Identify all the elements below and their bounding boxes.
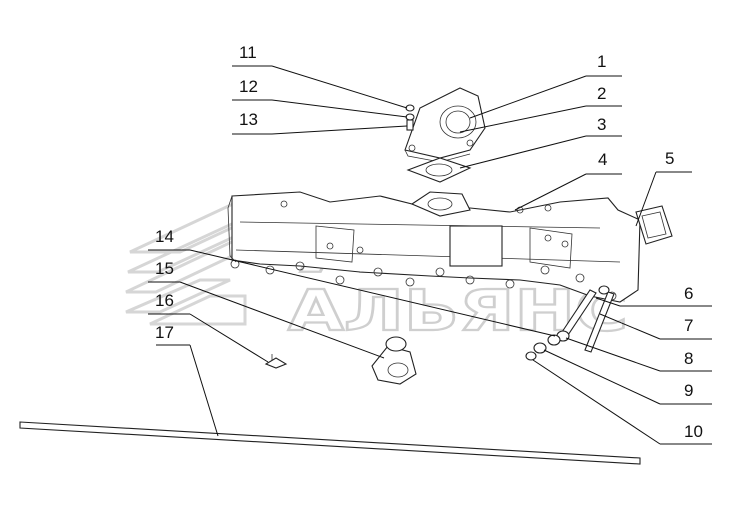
- clip-part: [264, 354, 288, 369]
- exhaust-manifold-part: [227, 191, 641, 303]
- callout-labels: 1 2 3 4 5 6 7 8 9 10 11 12 13 14 15 16 1…: [155, 43, 703, 441]
- gasket-part: [406, 157, 472, 183]
- callout-1: 1: [597, 52, 606, 71]
- elbow-flange-part: [404, 87, 486, 163]
- leader-lines: [148, 65, 712, 445]
- callout-12: 12: [239, 77, 258, 96]
- callout-10: 10: [684, 422, 703, 441]
- callout-14: 14: [155, 227, 174, 246]
- callout-6: 6: [684, 284, 693, 303]
- callout-2: 2: [597, 84, 606, 103]
- callout-5: 5: [665, 149, 674, 168]
- callout-3: 3: [597, 115, 606, 134]
- long-rod-part: [19, 421, 641, 465]
- callout-11: 11: [239, 43, 257, 62]
- callout-13: 13: [239, 110, 258, 129]
- small-bolt-set: [405, 104, 415, 131]
- callout-7: 7: [684, 316, 693, 335]
- stud-and-nut-set: [525, 285, 615, 361]
- callout-9: 9: [684, 381, 693, 400]
- callout-17: 17: [155, 323, 174, 342]
- side-gasket-part: [635, 205, 673, 245]
- callout-15: 15: [155, 259, 174, 278]
- callout-4: 4: [598, 150, 607, 169]
- callout-16: 16: [155, 291, 174, 310]
- callout-8: 8: [684, 349, 693, 368]
- thermostat-housing-part: [371, 336, 417, 385]
